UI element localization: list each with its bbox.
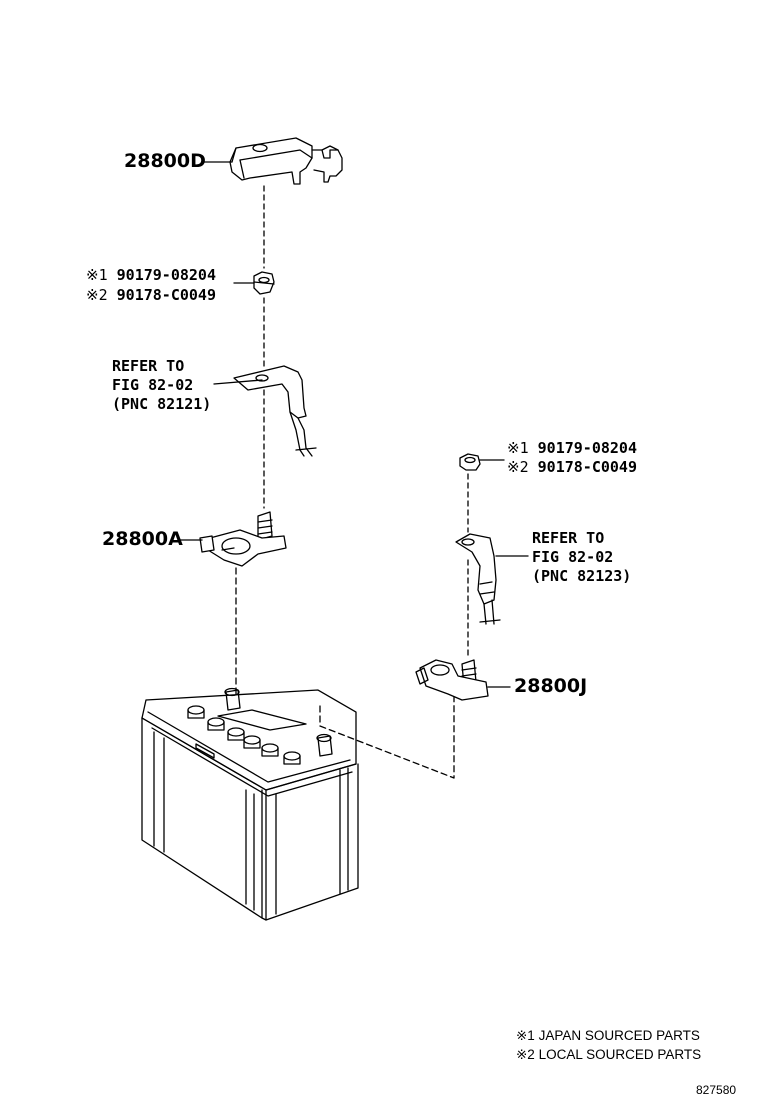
- legend-note-japan: ※1 JAPAN SOURCED PARTS: [516, 1028, 700, 1043]
- refer-left-line3: (PNC 82121): [112, 395, 212, 413]
- nut-left: [253, 271, 275, 295]
- nut-left-part1[interactable]: 90179-08204: [116, 266, 216, 284]
- part-label-28800D[interactable]: 28800D: [124, 150, 206, 172]
- negative-terminal: [199, 511, 287, 567]
- refer-right-line2[interactable]: FIG 82-02: [532, 548, 614, 566]
- part-label-28800A[interactable]: 28800A: [102, 528, 183, 550]
- part-label-28800J[interactable]: 28800J: [514, 675, 588, 697]
- nut-right: [459, 453, 481, 471]
- battery-vent-caps: [187, 705, 301, 765]
- cable-bracket-left: [233, 365, 317, 457]
- nut-right-mark2: ※2: [507, 458, 529, 476]
- cable-bracket-right: [455, 533, 501, 625]
- refer-left-line1: REFER TO: [112, 357, 185, 375]
- leader-refer-left: [213, 379, 263, 385]
- nut-left-line2: ※2 90178-C0049: [86, 288, 216, 303]
- refer-right-line1: REFER TO: [532, 529, 605, 547]
- nut-right-mark1: ※1: [507, 439, 529, 457]
- refer-right-line3: (PNC 82123): [532, 567, 632, 585]
- nut-left-mark2: ※2: [86, 286, 108, 304]
- nut-right-line2: ※2 90178-C0049: [507, 460, 637, 475]
- positive-terminal: [415, 659, 489, 701]
- nut-left-line1: ※1 90179-08204: [86, 268, 216, 283]
- nut-right-part2[interactable]: 90178-C0049: [537, 458, 637, 476]
- assembly-line-right-route: [319, 693, 455, 779]
- refer-left-line2[interactable]: FIG 82-02: [112, 376, 194, 394]
- legend-note-local: ※2 LOCAL SOURCED PARTS: [516, 1047, 702, 1062]
- nut-right-line1: ※1 90179-08204: [507, 441, 637, 456]
- battery: [141, 687, 359, 921]
- nut-left-mark1: ※1: [86, 266, 108, 284]
- figure-number: 827580: [696, 1083, 737, 1097]
- battery-terminal-cover: [229, 137, 343, 185]
- nut-right-part1[interactable]: 90179-08204: [537, 439, 637, 457]
- nut-left-part2[interactable]: 90178-C0049: [116, 286, 216, 304]
